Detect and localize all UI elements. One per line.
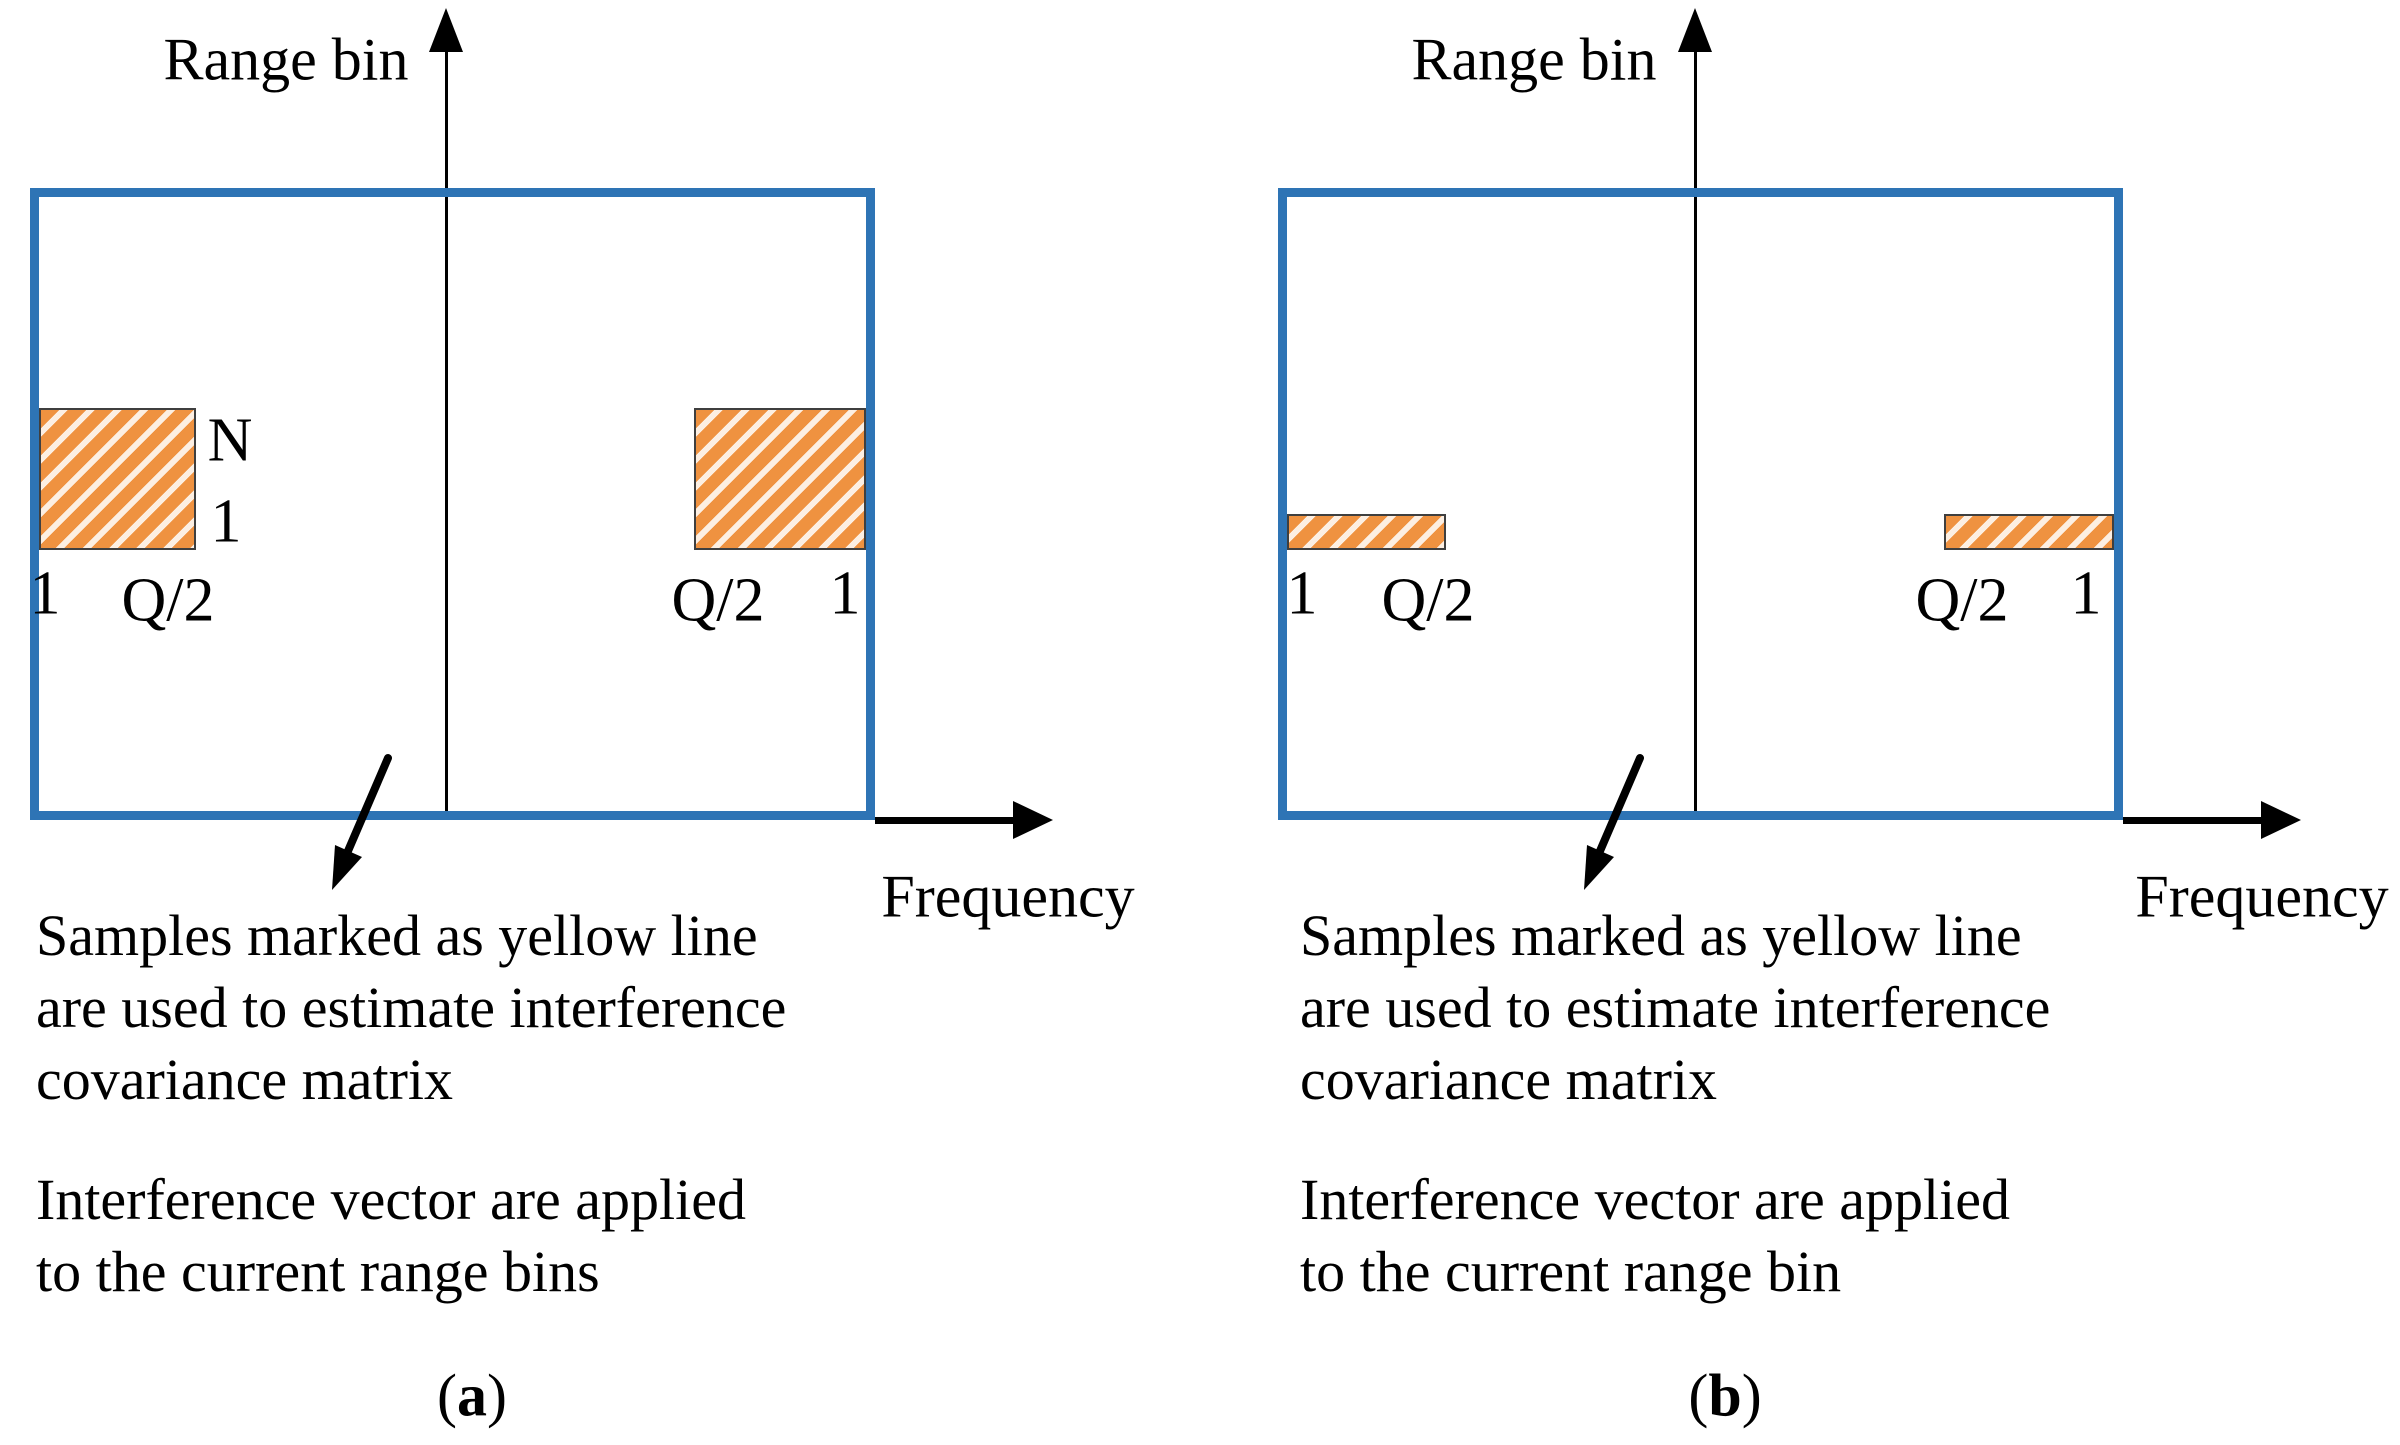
data-region-box [1278,188,2123,820]
annotation-estimate-line: covariance matrix [1300,1047,1718,1112]
label-left-origin: 1 [29,559,61,628]
label-right-one: 1 [829,559,861,628]
panel-caption-b: (b) [1688,1362,1761,1431]
caption-letter: a [457,1362,487,1429]
label-left-half: Q/2 [121,566,215,635]
annotation-apply-line: Interference vector are applied [1300,1167,2011,1232]
training-samples-block-left [39,408,196,550]
training-samples-block-right [694,408,866,550]
annotation-apply-line: to the current range bins [36,1239,600,1304]
frequency-axis-arrowhead-icon [2261,801,2301,839]
caption-paren: ) [1741,1362,1762,1429]
label-n: N [207,406,253,475]
label-right-half: Q/2 [671,566,765,635]
annotation-apply-line: to the current range bin [1300,1239,1842,1304]
frequency-axis-label: Frequency [881,863,1135,930]
range-bin-axis-label: Range bin [163,26,409,93]
annotation-apply-line: Interference vector are applied [36,1167,747,1232]
frequency-axis-arrowhead-icon [1013,801,1053,839]
frequency-axis-label: Frequency [2135,863,2389,930]
caption-paren: ( [1688,1362,1709,1429]
label-left-origin: 1 [1286,559,1318,628]
annotation-estimate-line: are used to estimate interference [1300,975,2051,1040]
panel-caption-a: (a) [437,1362,507,1431]
caption-letter: b [1708,1362,1742,1429]
vertical-axis-line [445,46,448,820]
label-right-one: 1 [2070,559,2102,628]
annotation-arrow-icon [332,754,392,890]
training-samples-bar-left [1287,514,1446,550]
annotation-estimate-line: Samples marked as yellow line [1300,903,2022,968]
training-samples-bar-right [1944,514,2114,550]
vertical-axis-line [1694,46,1697,820]
data-region-box [30,188,875,820]
frequency-axis-line [2123,817,2261,824]
annotation-estimate-line: Samples marked as yellow line [36,903,758,968]
annotation-arrow-icon [1584,754,1644,890]
label-left-half: Q/2 [1381,566,1475,635]
vertical-axis-arrowhead-icon [429,8,463,52]
caption-paren: ( [437,1362,457,1429]
vertical-axis-arrowhead-icon [1678,8,1712,52]
label-right-half: Q/2 [1915,566,2009,635]
range-bin-axis-label: Range bin [1411,26,1657,93]
frequency-axis-line [875,817,1013,824]
annotation-estimate-line: covariance matrix [36,1047,454,1112]
label-row-one: 1 [210,487,242,556]
annotation-estimate-line: are used to estimate interference [36,975,787,1040]
caption-paren: ) [487,1362,507,1429]
